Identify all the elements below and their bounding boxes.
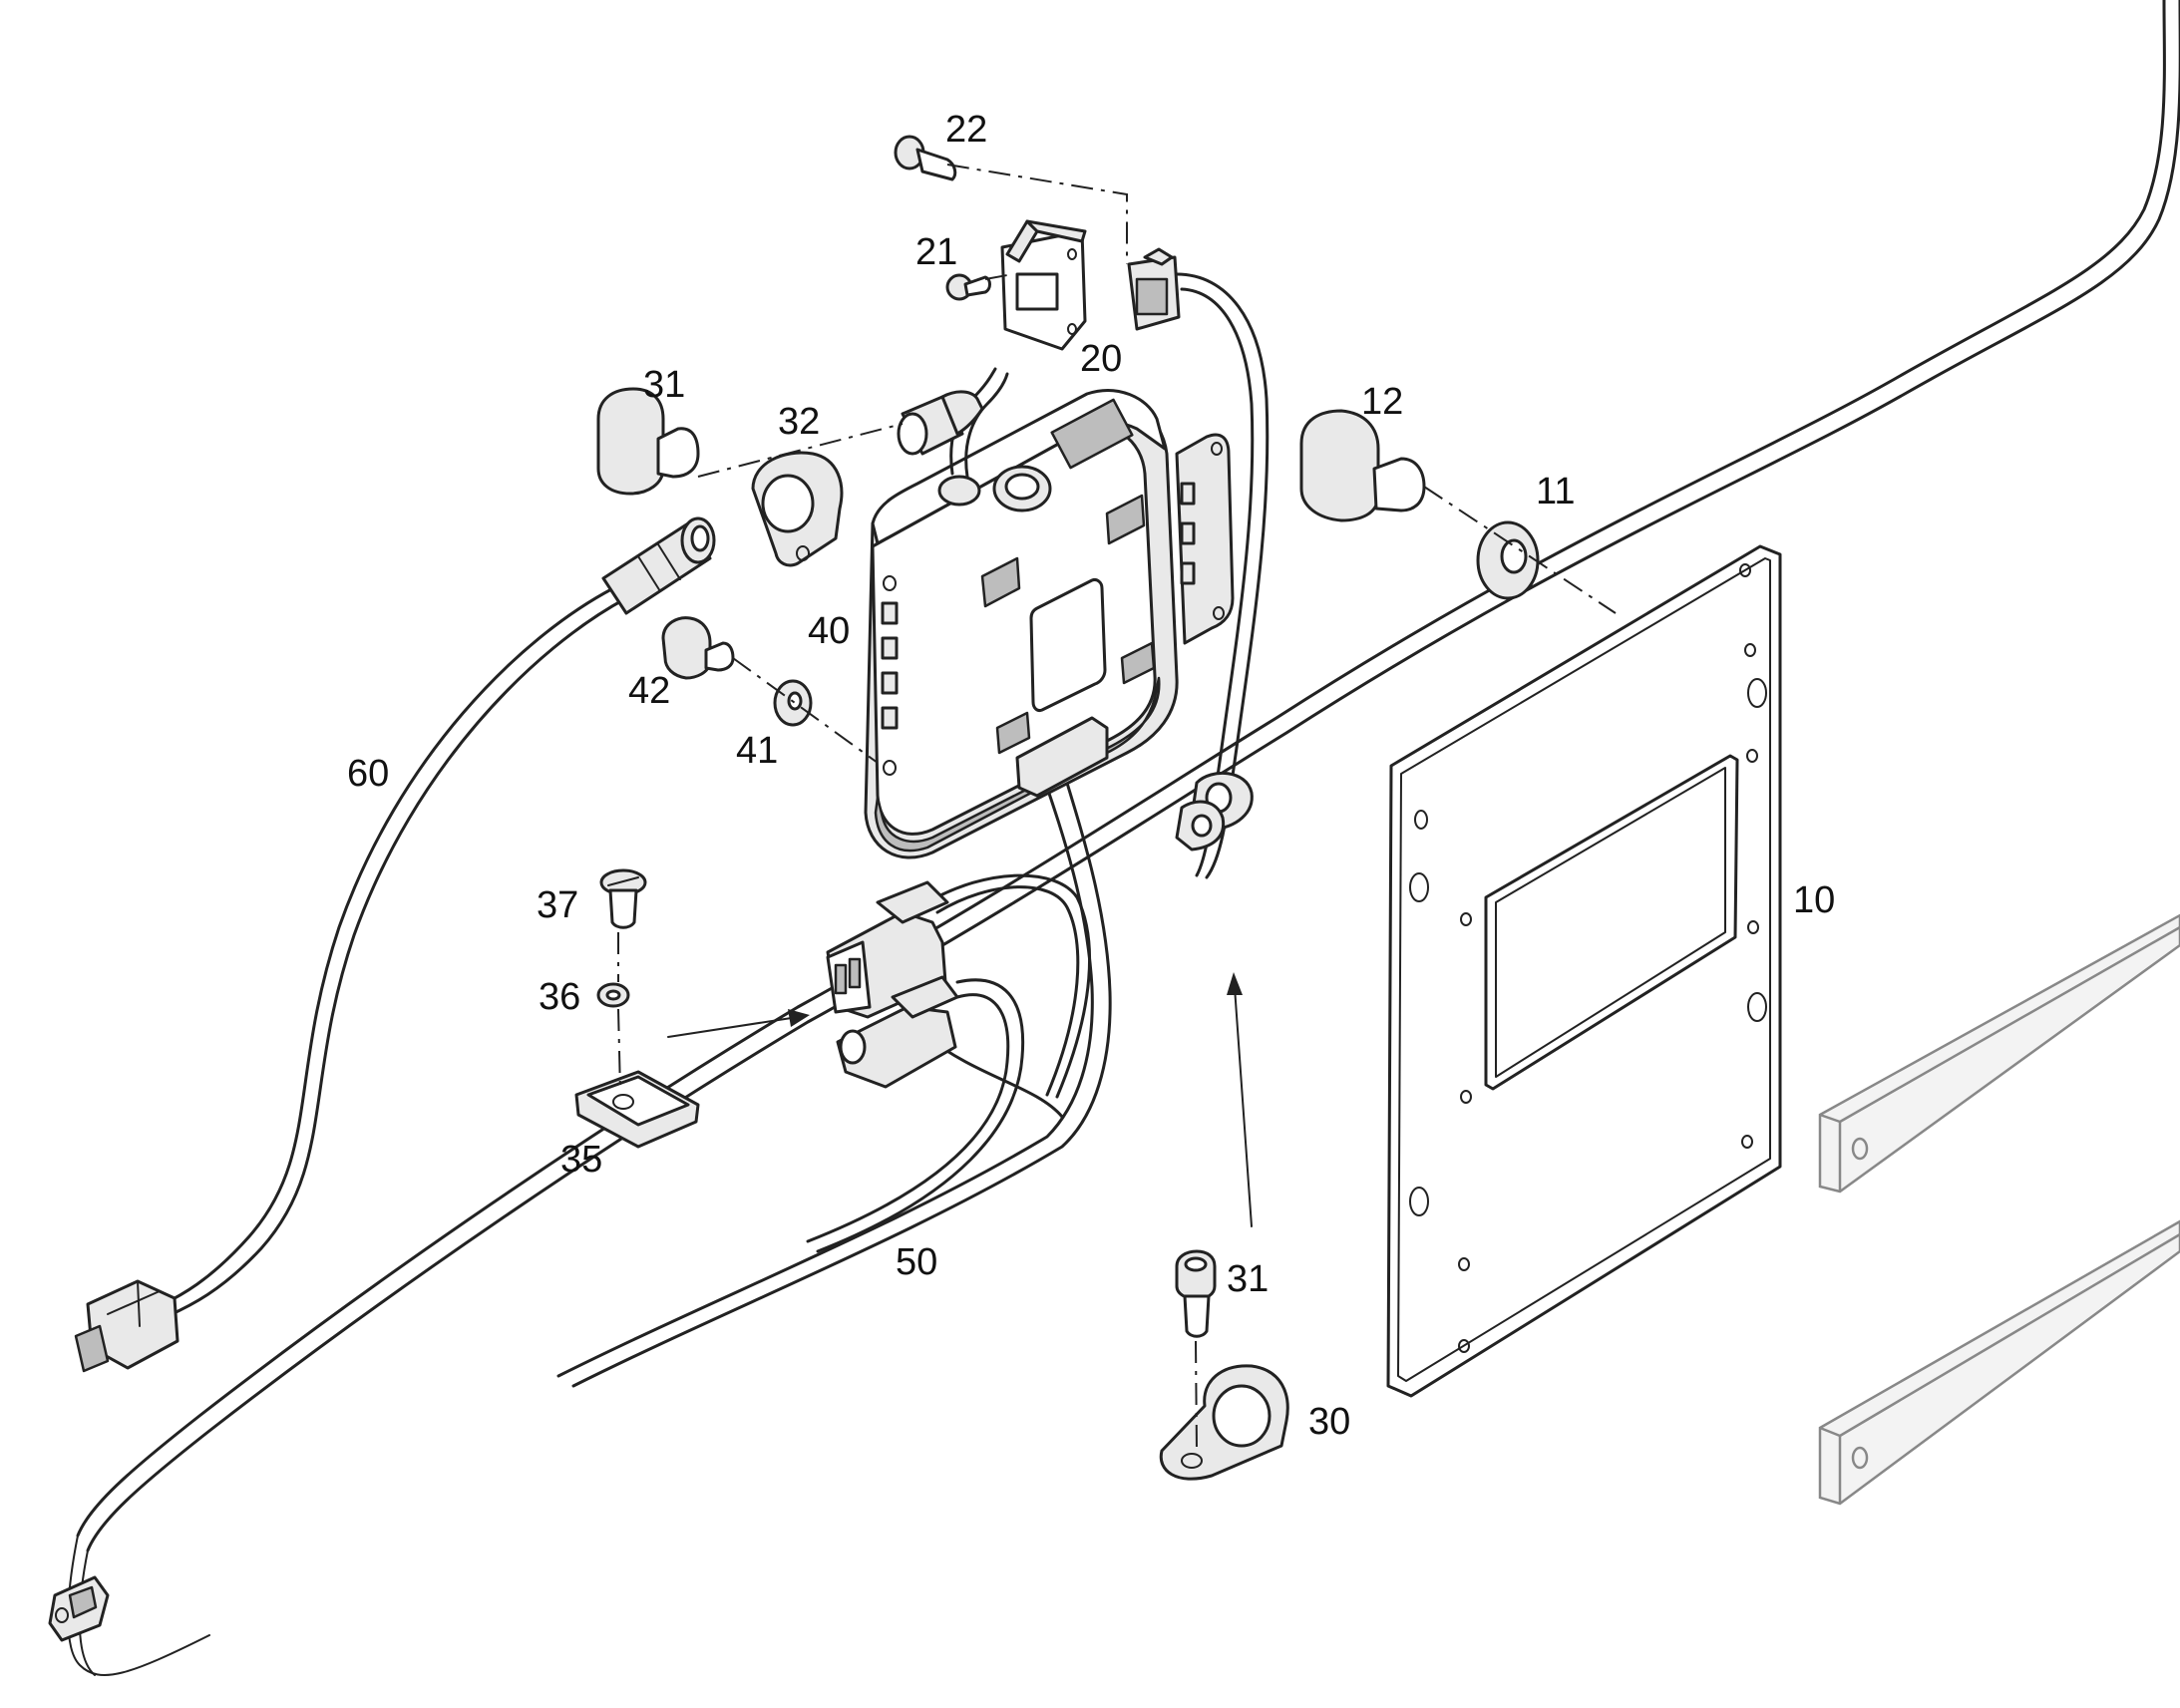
label-part-40: 40 [808, 610, 850, 652]
bracket-20 [1000, 219, 1087, 351]
cap-screw-31-bottom [1175, 1249, 1217, 1338]
rect-connector-lower [836, 975, 959, 1089]
clamp-30 [1159, 1364, 1289, 1481]
label-part-36: 36 [539, 976, 580, 1018]
label-part-21: 21 [915, 231, 957, 273]
cable-60 [74, 586, 628, 1373]
d-sub-connector-top [1127, 247, 1181, 331]
part-labels: 22 21 20 31 32 12 11 40 42 41 60 37 36 3… [347, 109, 1835, 1443]
round-connector-60 [601, 516, 716, 615]
control-module [864, 367, 1235, 859]
label-part-31-bottom: 31 [1227, 1258, 1269, 1300]
label-part-12: 12 [1361, 381, 1403, 423]
clamp-32 [751, 451, 844, 567]
label-part-32: 32 [778, 401, 820, 443]
rail-lower [1818, 1219, 2180, 1506]
cable-clamp-inline [1175, 771, 1254, 852]
mounting-plate [1386, 544, 1782, 1398]
label-part-30: 30 [1308, 1401, 1350, 1443]
assembly-centerlines [617, 164, 1617, 1452]
screw-42 [661, 616, 735, 680]
cable-harness-main [67, 0, 2180, 1676]
cap-screw-12 [1299, 409, 1426, 522]
label-part-22: 22 [945, 109, 987, 151]
label-part-37: 37 [537, 884, 578, 926]
round-connector-top [897, 390, 984, 456]
pointer-arrow-left [667, 1009, 810, 1038]
screw-22 [894, 135, 957, 181]
label-part-20: 20 [1080, 338, 1122, 380]
washer-36 [596, 982, 630, 1008]
screw-37 [599, 868, 647, 929]
screw-21 [945, 273, 991, 301]
label-part-60: 60 [347, 753, 389, 795]
label-part-11: 11 [1536, 471, 1575, 512]
label-part-35: 35 [560, 1139, 602, 1181]
clip-35 [574, 1070, 700, 1149]
label-part-41: 41 [736, 730, 778, 772]
label-part-10: 10 [1793, 879, 1835, 921]
connector-d-sub-bottom [48, 1575, 110, 1642]
cap-screw-31-top [596, 387, 700, 496]
washer-41 [773, 679, 813, 727]
rail-upper [1818, 913, 2180, 1194]
label-part-42: 42 [628, 670, 670, 712]
washer-11 [1476, 520, 1540, 600]
label-part-31-top: 31 [643, 364, 685, 406]
label-part-50: 50 [896, 1241, 937, 1283]
pointer-arrow-up [1227, 972, 1253, 1227]
